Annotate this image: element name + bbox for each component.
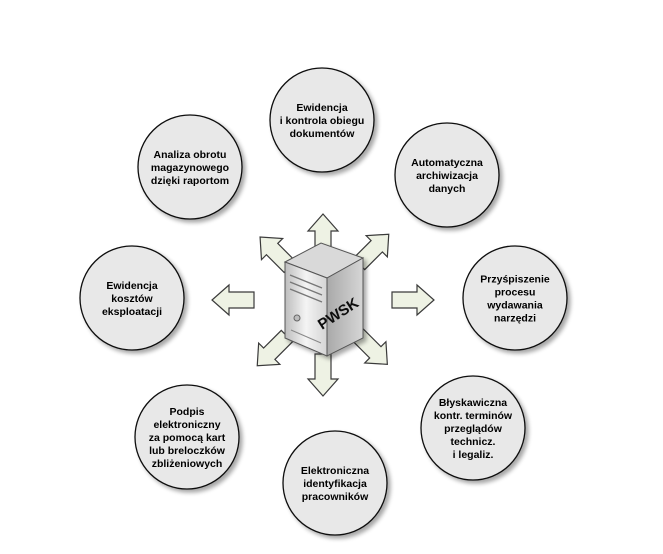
arrow-to-podpis-elektroniczny xyxy=(256,329,294,367)
node-label-line: przeglądów xyxy=(444,423,503,435)
node-label-line: identyfikacja xyxy=(303,478,367,490)
server-icon: PWSK xyxy=(283,242,365,357)
node-label-line: elektroniczny xyxy=(153,419,220,431)
node-label-line: Automatyczna xyxy=(411,157,483,169)
node-label-line: Błyskawiczna xyxy=(439,397,507,409)
node-label-line: i kontrola obiegu xyxy=(280,115,365,127)
server-side-face xyxy=(326,257,364,357)
node-circle xyxy=(420,375,526,481)
node-circle xyxy=(137,114,243,220)
node-label-line: Podpis xyxy=(169,406,204,418)
node-circle xyxy=(394,122,500,228)
node-label-line: magazynowego xyxy=(151,162,229,174)
node-label-line: kontr. terminów xyxy=(434,410,513,422)
node-label-line: technicz. xyxy=(451,436,496,448)
arrow-to-ewidencja-kosztow xyxy=(211,283,255,317)
node-label-line: Ewidencja xyxy=(106,280,158,292)
node-label-line: pracowników xyxy=(302,491,369,503)
node-circle xyxy=(134,384,240,490)
node-circle xyxy=(269,67,375,173)
power-led xyxy=(293,314,301,322)
node-label-line: Przyśpiszenie xyxy=(480,274,550,286)
node-circle xyxy=(282,430,388,536)
node-circle xyxy=(79,245,185,351)
arrow-to-elektroniczna-identyfikacja xyxy=(306,353,340,397)
node-label-line: archiwizacja xyxy=(416,170,478,182)
arrow-to-przyspieszenie xyxy=(391,283,435,317)
node-label-line: wydawania xyxy=(486,300,543,312)
node-label-line: danych xyxy=(429,183,466,195)
node-label-line: dokumentów xyxy=(290,128,356,140)
node-label-line: eksploatacji xyxy=(102,306,162,318)
node-label-line: procesu xyxy=(495,287,536,299)
node-label-line: za pomocą kart xyxy=(149,432,226,444)
node-label-line: zbliżeniowych xyxy=(152,458,223,470)
node-label-line: Analiza obrotu xyxy=(154,149,227,161)
node-label-line: kosztów xyxy=(111,293,153,305)
node-circle xyxy=(462,245,568,351)
node-label-line: narzędzi xyxy=(494,313,536,325)
node-label-line: dzięki raportom xyxy=(151,175,229,187)
node-label-line: i legaliz. xyxy=(453,449,494,461)
node-label-line: Ewidencja xyxy=(296,102,348,114)
node-label-line: lub breloczków xyxy=(149,445,226,457)
node-label-line: Elektroniczna xyxy=(301,465,369,477)
